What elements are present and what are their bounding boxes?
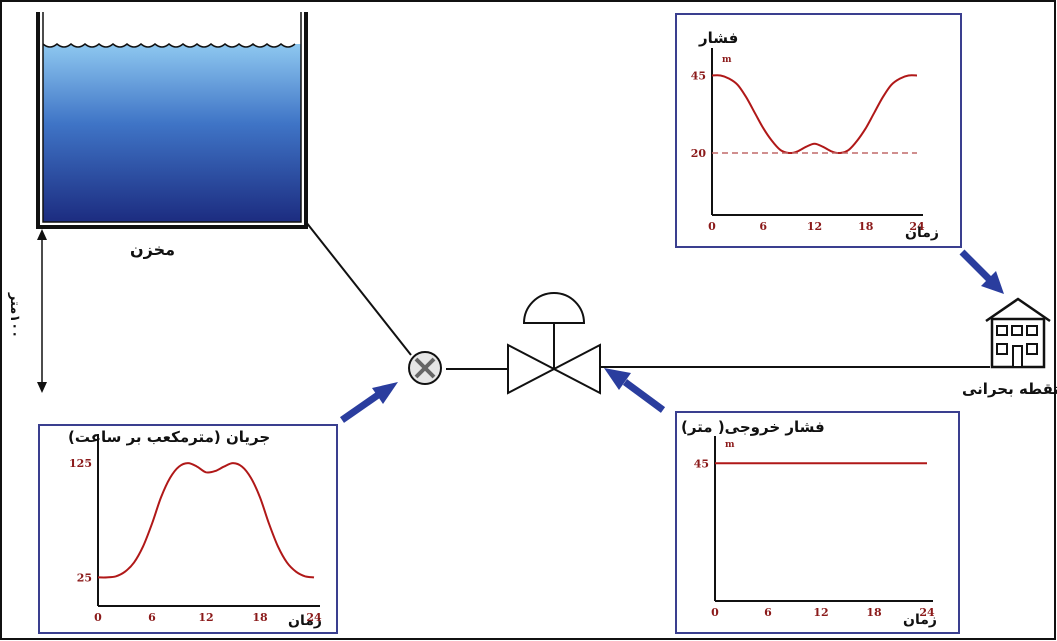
arrow-to-junction [340,382,398,423]
flow-chart: 0 6 12 18 24 125 25 [69,434,322,624]
height-label: ۱۰۰متر [7,292,23,339]
house-icon [985,297,1051,369]
outlet-chart: 0 6 12 18 24 45 m [694,436,935,619]
y-unit-label: m [725,440,735,450]
arrow-to-valve [604,368,666,413]
x-tick-label: 18 [866,606,882,619]
x-tick-label: 18 [252,611,268,624]
critical-point-label: نقطه بحرانی [962,380,1057,398]
pressure-chart-title: فشار [699,29,739,47]
x-tick-label: 6 [764,606,772,619]
x-tick-label: 12 [813,606,828,619]
y-tick-label: 125 [69,457,92,470]
arrow-to-house [959,249,1004,294]
x-tick-label: 18 [858,220,874,233]
x-tick-label: 24 [909,220,925,233]
valve-icon [507,292,601,395]
x-tick-label: 0 [711,606,719,619]
pipe-reservoir [305,221,412,356]
y-tick-label: 20 [691,147,707,160]
pressure-chart-panel: 0 6 12 18 24 45 20 m فشار زمان [675,13,962,248]
reservoir-tank [36,12,308,229]
reservoir-label: مخزن [130,240,176,259]
x-tick-label: 24 [919,606,935,619]
x-tick-label: 0 [94,611,102,624]
x-tick-label: 12 [807,220,822,233]
x-tick-label: 12 [198,611,213,624]
y-tick-label: 45 [691,70,706,83]
flow-chart-xlabel: زمان [288,613,322,629]
pressure-chart-xlabel: زمان [905,225,939,241]
x-tick-label: 0 [708,220,716,233]
height-dimension-arrow [37,229,47,393]
outlet-chart-xlabel: زمان [903,612,937,628]
x-tick-label: 6 [759,220,767,233]
pressure-chart: 0 6 12 18 24 45 20 m [691,48,925,233]
flow-chart-panel: 0 6 12 18 24 125 25 جریان (مترمکعب بر ساعت) زم… [38,424,338,634]
outlet-chart-panel: 0 6 12 18 24 45 m فشار خروجی( متر) زمان [675,411,960,634]
series-line [97,462,315,579]
y-unit-label: m [722,55,732,65]
x-tick-label: 24 [306,611,322,624]
junction-icon [408,351,442,385]
x-tick-label: 6 [148,611,156,624]
y-tick-label: 45 [694,457,709,470]
series-line [711,74,918,155]
y-tick-label: 25 [77,571,92,584]
flow-chart-title: جریان (مترمکعب بر ساعت) [68,428,271,446]
outlet-chart-title: فشار خروجی( متر) [681,418,825,436]
